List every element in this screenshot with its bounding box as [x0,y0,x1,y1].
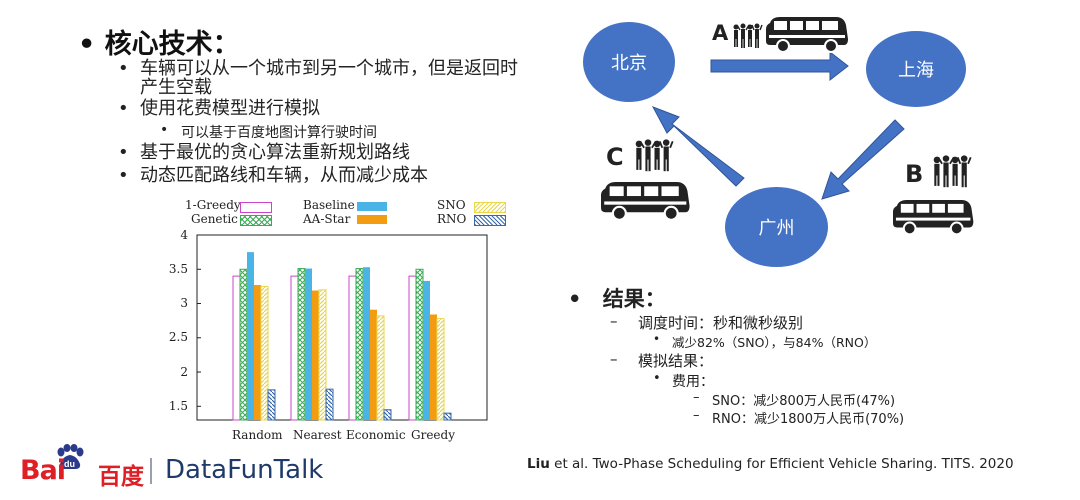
list-marker: • [118,58,129,79]
list-marker: • [160,122,169,138]
legend-swatch [357,202,387,211]
x-tick-label: Nearest [293,428,342,442]
logo-divider [150,458,152,484]
bar-aa-star-random [254,285,261,420]
legend-swatch [240,202,272,213]
bar-rno-economic [383,409,392,421]
list-marker: • [653,371,661,386]
y-tick-label: 4 [180,228,188,242]
bar-baseline-random [247,252,254,420]
point-4-text: 基于最优的贪心算法重新规划路线 [140,142,410,163]
y-tick-label: 3.5 [168,262,188,276]
citation-author: Liu [527,456,550,472]
x-tick-label: Economic [346,428,406,442]
city-node-beijing: 北京 [583,22,675,102]
results-heading: • 结果： [568,283,666,313]
citation-text: et al. Two-Phase Scheduling for Efficien… [549,456,1014,472]
title-bullet: • [78,29,96,60]
bars-group [197,234,452,421]
bar-baseline-nearest [305,268,312,420]
list-marker: – [693,408,700,423]
legend-swatch [357,215,387,224]
legend-label: Baseline [303,198,355,212]
brand-name: DataFunTalk [165,455,324,485]
van-icon [599,180,691,221]
route-label-a: A [712,21,729,45]
results-bullet: • [568,287,582,311]
passengers-icon [932,154,972,189]
bar-sno-economic [376,315,385,421]
passengers-icon [732,22,763,49]
result-item: 模拟结果： [638,352,714,370]
city-label: 广州 [758,218,795,239]
point-2-text: 使用花费模型进行模拟 [140,98,320,119]
bar-sno-nearest [318,289,327,421]
legend-label: RNO [437,212,467,226]
x-tick-label: Greedy [411,428,455,442]
results-title: 结果： [602,287,666,311]
plot-frame [196,234,488,421]
city-label: 上海 [898,60,934,81]
citation: Liu et al. Two-Phase Scheduling for Effi… [527,456,1014,472]
title-text: 核心技术： [104,29,240,60]
bar-baseline-greedy [423,280,430,420]
y-tick-label: 3 [180,296,188,310]
list-marker: • [118,165,129,186]
bar-rno-nearest [325,388,334,421]
bar-aa-star-nearest [312,290,319,420]
city-node-shanghai: 上海 [866,31,966,107]
point-3-text: 可以基于百度地图计算行驶时间 [181,125,377,141]
list-marker: – [610,312,618,330]
point-1-text: 车辆可以从一个城市到另一个城市，但是返回时 [140,58,518,79]
bar-sno-random [260,285,269,421]
van-icon [765,16,849,53]
y-tick-label: 1.5 [168,399,188,413]
arrow-icon [821,119,905,200]
result-item: 费用： [672,374,714,390]
section-title: • 核心技术： [78,22,240,61]
van-icon [892,199,975,236]
list-marker: • [653,332,661,346]
passengers-icon [634,138,674,173]
list-marker: – [693,390,700,405]
y-tick-label: 2.5 [168,330,188,344]
bar-aa-star-greedy [430,314,437,420]
route-label-b: B [905,160,924,188]
bar-sno-greedy [436,318,445,421]
legend-swatch [474,215,506,226]
route-label-c: C [606,143,624,171]
baidu-logo-text: Bai [20,455,66,486]
bar-aa-star-economic [370,309,377,420]
y-tick-label: 2 [180,365,188,379]
result-item: RNO：减少1800万人民币(70%) [712,412,905,427]
city-label: 北京 [611,53,647,74]
legend-swatch [474,202,506,213]
svg-text:du: du [64,459,75,469]
point-1-cont: 产生空载 [140,77,212,98]
point-5-text: 动态匹配路线和车辆，从而减少成本 [140,165,428,186]
baidu-logo-cn: 百度 [98,464,144,490]
bar-rno-random [267,389,276,421]
bar-baseline-economic [363,267,370,420]
result-item: 调度时间：秒和微秒级别 [638,314,804,332]
arrow-icon [710,50,849,82]
legend-label: 1-Greedy [185,198,241,212]
city-node-guangzhou: 广州 [725,187,828,267]
x-tick-label: Random [232,428,283,442]
list-marker: • [118,142,129,163]
baidu-paw-icon: du [57,444,84,469]
result-item: SNO：减少800万人民币(47%) [712,394,896,409]
legend-label: AA-Star [303,212,351,226]
result-item: 减少82%（SNO），与84%（RNO） [672,335,877,350]
legend-swatch [240,215,272,226]
list-marker: – [610,350,618,368]
legend-label: Genetic [191,212,238,226]
arrow-icon [651,106,745,187]
bar-rno-greedy [443,412,452,421]
legend-label: SNO [437,198,466,212]
list-marker: • [118,98,129,119]
